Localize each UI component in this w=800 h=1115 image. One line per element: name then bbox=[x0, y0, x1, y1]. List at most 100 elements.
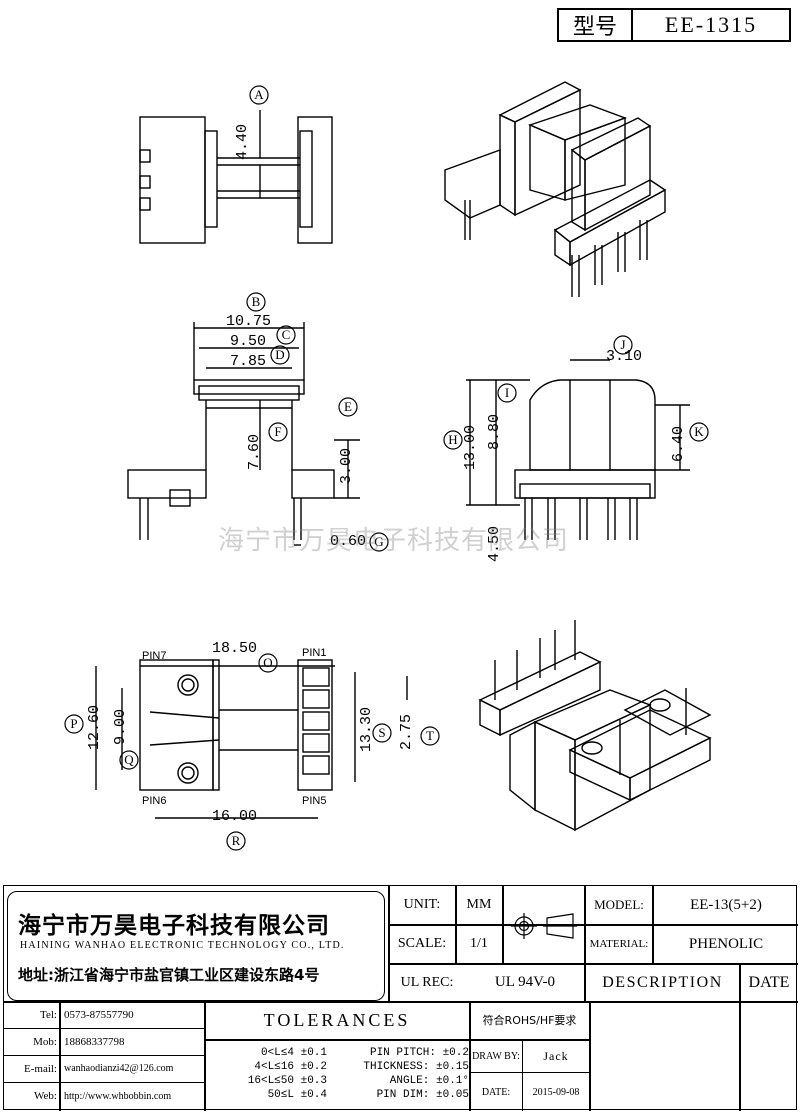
marker-h: H bbox=[448, 432, 458, 447]
pitch-tolerances: PIN PITCH: ±0.2 THICKNESS: ±0.15 ANGLE: … bbox=[329, 1046, 469, 1102]
angle-tolerance: ANGLE: ±0.1° bbox=[389, 1075, 469, 1087]
dim-s: 13.30 bbox=[358, 706, 375, 752]
marker-p: P bbox=[70, 716, 78, 731]
title-block: 海宁市万昊电子科技有限公司 HAINING WANHAO ELECTRONIC … bbox=[3, 885, 798, 1111]
dim-b: 10.75 bbox=[226, 313, 272, 330]
divider bbox=[388, 924, 584, 926]
address: 地址:浙江省海宁市盐官镇工业区建设东路4号 bbox=[18, 966, 320, 984]
top-view bbox=[139, 110, 333, 244]
divider bbox=[388, 963, 798, 965]
iso-view-bottom bbox=[478, 620, 712, 832]
projection-symbol-icon bbox=[511, 913, 577, 939]
marker-j: J bbox=[620, 337, 626, 352]
description-label: DESCRIPTION bbox=[602, 973, 723, 991]
divider bbox=[522, 1039, 523, 1111]
pin5-label: PIN5 bbox=[302, 795, 327, 807]
dim-t: 2.75 bbox=[398, 713, 415, 750]
tel-value: 0573-87557790 bbox=[64, 1008, 134, 1021]
thickness-tolerance: THICKNESS: ±0.15 bbox=[363, 1061, 469, 1073]
divider bbox=[469, 1072, 589, 1073]
marker-a: A bbox=[254, 87, 264, 102]
drawby-value: Jack bbox=[543, 1048, 569, 1063]
marker-b: B bbox=[251, 294, 261, 309]
divider bbox=[469, 1001, 471, 1111]
date-label: DATE: bbox=[481, 1086, 511, 1098]
dim-k: 6.40 bbox=[670, 425, 687, 462]
marker-d: D bbox=[275, 347, 285, 362]
email-value: wanhaodianzi42@126.com bbox=[64, 1063, 174, 1074]
model-header-value: EE-1315 bbox=[664, 12, 758, 37]
dim-i: 8.80 bbox=[486, 413, 503, 450]
ulrec-label: UL REC: bbox=[400, 974, 454, 990]
tolerance-ranges: 0<L≤4 ±0.1 4<L≤16 ±0.2 16<L≤50 ±0.3 50≤L… bbox=[209, 1046, 327, 1102]
marker-o: O bbox=[263, 655, 273, 670]
material-value: PHENOLIC bbox=[688, 935, 764, 952]
divider bbox=[469, 1039, 589, 1041]
marker-s: S bbox=[378, 725, 386, 740]
company-name-en: HAINING WANHAO ELECTRONIC TECHNOLOGY CO.… bbox=[20, 940, 345, 951]
web-value: http://www.whbobbin.com bbox=[64, 1090, 172, 1102]
divider bbox=[4, 1001, 798, 1003]
divider bbox=[584, 886, 586, 1001]
date-header-label: DATE bbox=[748, 973, 790, 991]
mob-label: Mob: bbox=[33, 1035, 57, 1048]
iso-view-top bbox=[444, 81, 667, 297]
date-value: 2015-09-08 bbox=[532, 1086, 580, 1098]
web-label: Web: bbox=[34, 1090, 57, 1102]
pin1-label: PIN1 bbox=[302, 647, 327, 659]
marker-f: F bbox=[274, 424, 282, 439]
technical-drawing bbox=[64, 81, 712, 851]
rohs-note: 符合ROHS/HF要求 bbox=[482, 1014, 577, 1027]
dim-e: 3.00 bbox=[338, 447, 355, 484]
unit-label: UNIT: bbox=[403, 897, 441, 912]
divider bbox=[584, 924, 798, 926]
ulrec-value: UL 94V-0 bbox=[494, 974, 556, 990]
dim-f: 7.60 bbox=[246, 433, 263, 470]
tolerance-range-1: 0<L≤4 ±0.1 bbox=[260, 1047, 327, 1059]
tel-label: Tel: bbox=[40, 1008, 57, 1021]
divider bbox=[652, 886, 654, 963]
divider bbox=[4, 1082, 204, 1083]
divider bbox=[502, 886, 504, 963]
mob-value: 18868337798 bbox=[64, 1035, 125, 1048]
divider bbox=[589, 1001, 591, 1111]
pin-pitch-tolerance: PIN PITCH: ±0.2 bbox=[369, 1047, 469, 1059]
drawby-label: DRAW BY: bbox=[472, 1050, 520, 1062]
dim-h: 13.00 bbox=[462, 424, 479, 470]
watermark: 海宁市万昊电子科技有限公司 bbox=[218, 526, 570, 556]
side-view bbox=[466, 359, 690, 540]
dim-o: 18.50 bbox=[212, 640, 258, 657]
company-box: 海宁市万昊电子科技有限公司 HAINING WANHAO ELECTRONIC … bbox=[7, 891, 385, 1001]
company-name-cn: 海宁市万昊电子科技有限公司 bbox=[18, 913, 330, 939]
divider bbox=[4, 1028, 204, 1029]
dim-q: 9.00 bbox=[112, 708, 129, 745]
divider bbox=[59, 1001, 61, 1111]
dim-d: 7.85 bbox=[230, 353, 267, 370]
dim-r: 16.00 bbox=[212, 808, 258, 825]
marker-k: K bbox=[694, 424, 704, 439]
divider bbox=[739, 963, 741, 1111]
material-label: MATERIAL: bbox=[589, 938, 649, 950]
marker-g: G bbox=[374, 534, 384, 549]
marker-e: E bbox=[344, 399, 352, 414]
divider bbox=[204, 1039, 469, 1041]
bottom-view bbox=[95, 659, 408, 819]
divider bbox=[455, 886, 457, 963]
tolerance-range-4: 50≤L ±0.4 bbox=[267, 1089, 327, 1101]
dim-c: 9.50 bbox=[230, 333, 267, 350]
front-view bbox=[127, 322, 360, 546]
tolerances-label: TOLERANCES bbox=[263, 1009, 411, 1030]
scale-value: 1/1 bbox=[470, 936, 488, 951]
divider bbox=[388, 886, 390, 1001]
model-header-box: 型号 EE-1315 bbox=[557, 8, 791, 42]
marker-q: Q bbox=[124, 752, 134, 767]
pin-dim-tolerance: PIN DIM: ±0.05 bbox=[376, 1089, 469, 1101]
pin7-label: PIN7 bbox=[142, 650, 167, 662]
tolerance-range-2: 4<L≤16 ±0.2 bbox=[254, 1061, 327, 1073]
marker-r: R bbox=[231, 833, 241, 848]
dim-a: 4.40 bbox=[234, 123, 251, 160]
model-header-label: 型号 bbox=[559, 10, 633, 40]
dim-p: 12.60 bbox=[86, 704, 103, 750]
model-value: EE-13(5+2) bbox=[690, 896, 762, 913]
unit-value: MM bbox=[466, 897, 492, 912]
